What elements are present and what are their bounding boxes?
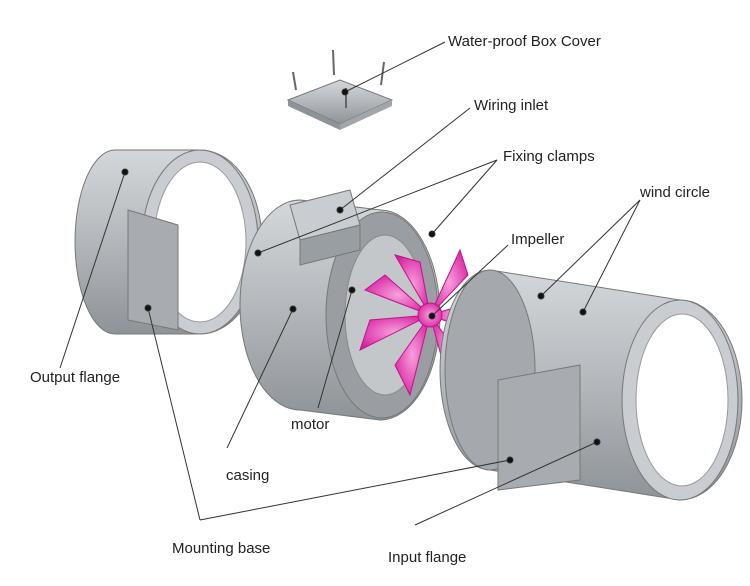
box-cover — [286, 49, 394, 130]
output-flange — [74, 149, 263, 335]
label-motor: motor — [291, 416, 330, 433]
label-output-flange: Output flange — [30, 369, 121, 386]
leader-lines — [59, 41, 641, 526]
label-wiring-inlet: Wiring inlet — [474, 97, 549, 114]
label-impeller: Impeller — [511, 231, 565, 248]
label-mounting-base: Mounting base — [172, 540, 271, 557]
label-casing: casing — [226, 467, 270, 484]
label-input-flange: Input flange — [388, 549, 467, 566]
label-wind-circle: wind circle — [640, 184, 711, 201]
input-flange — [439, 269, 743, 501]
label-fixing-clamps: Fixing clamps — [503, 148, 595, 165]
label-box-cover: Water-proof Box Cover — [448, 33, 601, 50]
